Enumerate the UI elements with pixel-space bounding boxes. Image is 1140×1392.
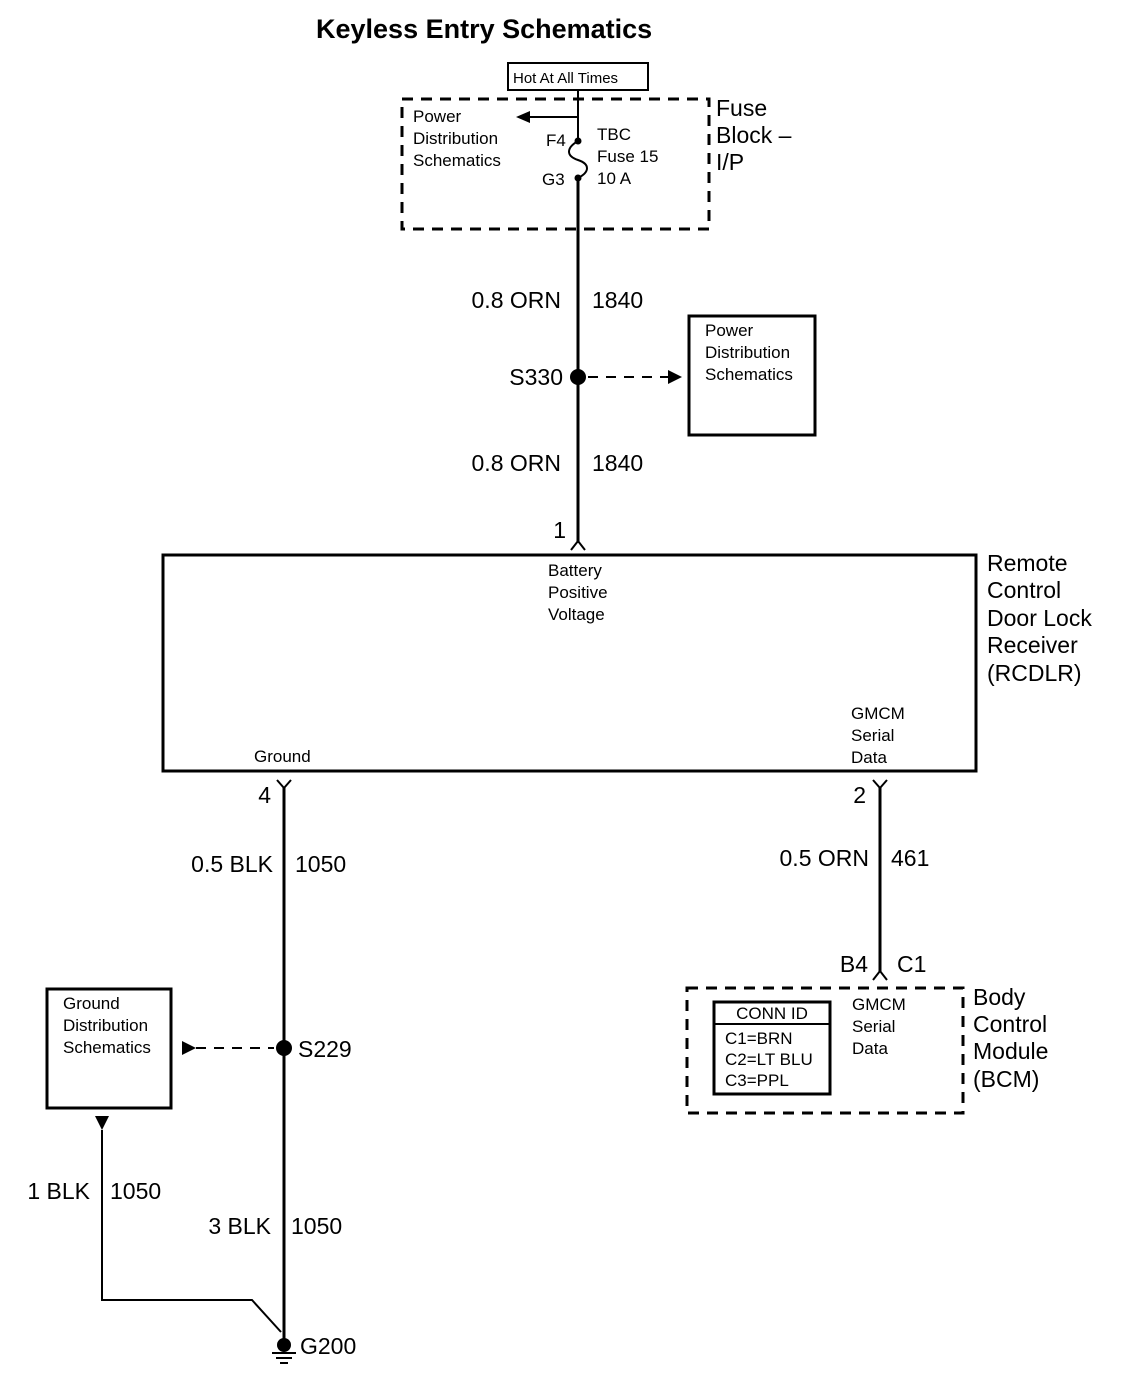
terminal-g3-label: G3: [542, 170, 565, 189]
ground-ref-line: Ground: [63, 994, 120, 1013]
wire-circuit-label: 1050: [291, 1213, 342, 1239]
fuse-label-line: Fuse 15: [597, 147, 658, 166]
fuse-label-line: TBC: [597, 125, 631, 144]
rcdlr-name-line: Remote: [987, 550, 1068, 576]
pin-2-label: 2: [853, 782, 866, 808]
fuse-block-ref-line: Power: [413, 107, 462, 126]
wire-gauge-label: 0.5 BLK: [191, 851, 273, 877]
bcm-name-line: (BCM): [973, 1066, 1039, 1092]
diagram-title: Keyless Entry Schematics: [316, 14, 652, 44]
pin-4-connector-icon: [276, 779, 292, 790]
conn-id-row: C2=LT BLU: [725, 1050, 813, 1069]
fuse-block-ref-line: Distribution: [413, 129, 498, 148]
ground-symbol-icon: [272, 1352, 296, 1364]
power-ref-arrow-icon: [668, 370, 682, 384]
bcm-name-line: Module: [973, 1038, 1048, 1064]
splice-s330-label: S330: [509, 364, 563, 390]
bcm-outline: [685, 986, 965, 1115]
splice-s330-dot: [570, 369, 586, 385]
bcm-serial-line: GMCM: [852, 995, 906, 1014]
wire-circuit-label: 1840: [592, 287, 643, 313]
wire-gauge-label: 0.8 ORN: [472, 287, 561, 313]
rcdlr-name: Remote Control Door Lock Receiver (RCDLR…: [987, 550, 1092, 686]
battery-positive-line: Voltage: [548, 605, 605, 624]
fuse-label-line: 10 A: [597, 169, 632, 188]
ground-ref-line: Schematics: [63, 1038, 151, 1057]
battery-positive-line: Battery: [548, 561, 602, 580]
bcm-serial-line: Serial: [852, 1017, 895, 1036]
bcm-cavity-label: B4: [840, 951, 868, 977]
rcdlr-name-line: Control: [987, 577, 1061, 603]
pin-2-connector-icon: [872, 779, 888, 790]
ground-distribution-ref-box: [45, 987, 173, 1110]
rcdlr-name-line: Door Lock: [987, 605, 1092, 631]
fuse-block-name: Fuse Block – I/P: [716, 95, 792, 175]
bcm-name-line: Body: [973, 984, 1026, 1010]
fuse-element-icon: [568, 140, 588, 179]
rcdlr-ground-label: Ground: [254, 747, 311, 766]
conn-id-header: CONN ID: [736, 1004, 808, 1023]
fuse-block-name-line: Block –: [716, 122, 792, 148]
conn-id-row: C3=PPL: [725, 1071, 789, 1090]
wire-gauge-label: 0.5 ORN: [780, 845, 869, 871]
wire-circuit-label: 1050: [110, 1178, 161, 1204]
power-ref-line: Power: [705, 321, 754, 340]
bcm-serial-line: Data: [852, 1039, 888, 1058]
wire-circuit-label: 1050: [295, 851, 346, 877]
fuse-block-power-ref: Power Distribution Schematics: [413, 107, 501, 170]
ground-ref-line: Distribution: [63, 1016, 148, 1035]
power-ref-line: Schematics: [705, 365, 793, 384]
rcdlr-serial-line: Data: [851, 748, 887, 767]
pin-4-label: 4: [258, 782, 271, 808]
fuse-block-name-line: Fuse: [716, 95, 767, 121]
bcm-name: Body Control Module (BCM): [973, 984, 1048, 1092]
wire-gauge-label: 3 BLK: [208, 1213, 271, 1239]
rcdlr-serial-line: GMCM: [851, 704, 905, 723]
bcm-pin-connector-icon: [872, 969, 888, 981]
power-feed-arrow-icon: [516, 111, 530, 123]
conn-id-row: C1=BRN: [725, 1029, 793, 1048]
fuse-block-outline: [400, 97, 711, 231]
battery-positive-line: Positive: [548, 583, 608, 602]
power-source-label: Hot At All Times: [513, 70, 618, 87]
wire-gauge-label: 0.8 ORN: [472, 450, 561, 476]
rcdlr-name-line: (RCDLR): [987, 660, 1082, 686]
rcdlr-serial-line: Serial: [851, 726, 894, 745]
pin-1-connector-icon: [570, 539, 586, 551]
rcdlr-box: [161, 553, 978, 773]
splice-s229-dot: [276, 1040, 292, 1056]
ground-g200-label: G200: [300, 1333, 356, 1359]
ground-ref-arrow-icon: [182, 1041, 196, 1055]
wire-1050-left: [101, 1130, 282, 1333]
terminal-f4-label: F4: [546, 131, 566, 150]
ground-ref-down-arrow-icon: [95, 1116, 109, 1130]
wire-circuit-label: 1840: [592, 450, 643, 476]
splice-s229-label: S229: [298, 1036, 352, 1062]
fuse-block-ref-line: Schematics: [413, 151, 501, 170]
pin-1-label: 1: [553, 517, 566, 543]
bcm-name-line: Control: [973, 1011, 1047, 1037]
wire-gauge-label: 1 BLK: [27, 1178, 90, 1204]
rcdlr-name-line: Receiver: [987, 632, 1078, 658]
power-distribution-ref-box: [687, 314, 817, 437]
power-ref-line: Distribution: [705, 343, 790, 362]
conn-id-table: [712, 1000, 832, 1096]
wire-circuit-label: 461: [891, 845, 929, 871]
bcm-connector-label: C1: [897, 951, 926, 977]
fuse-label: TBC Fuse 15 10 A: [597, 125, 658, 188]
ground-g200-dot: [277, 1338, 291, 1352]
fuse-block-name-line: I/P: [716, 149, 744, 175]
